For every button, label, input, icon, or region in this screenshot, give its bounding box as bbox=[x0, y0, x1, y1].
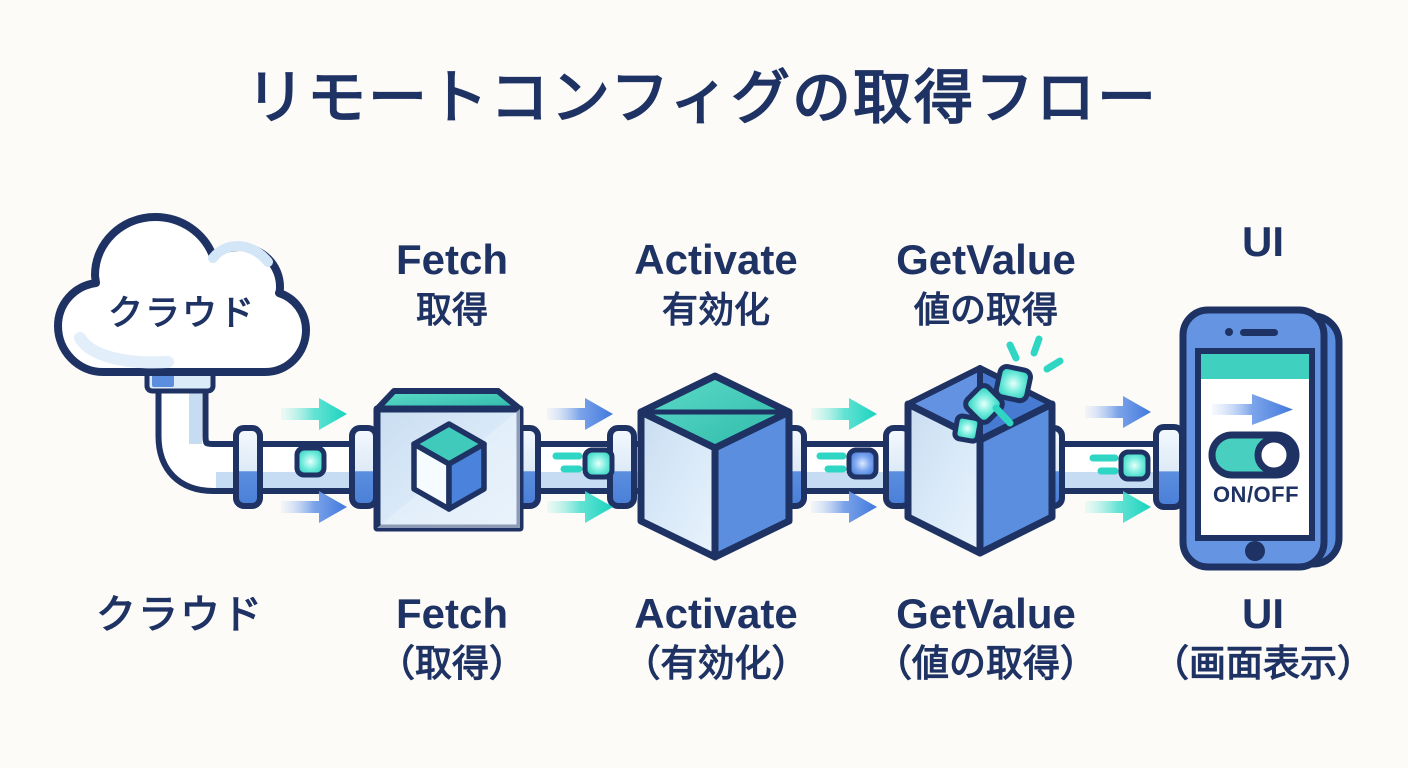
cloud-bottom-label: クラウド bbox=[96, 593, 264, 637]
fetch-box-icon bbox=[373, 388, 524, 532]
speaker-icon bbox=[1240, 329, 1278, 336]
stage-label-fetch-top-jp: 取得 bbox=[415, 288, 489, 330]
flow-arrow-icon bbox=[281, 491, 347, 523]
data-packet-icon bbox=[552, 447, 615, 480]
cloud-label: クラウド bbox=[107, 294, 257, 333]
screen-header-bar bbox=[1201, 354, 1309, 379]
sparkle-icon bbox=[992, 335, 1064, 427]
toggle-label: ON/OFF bbox=[1212, 482, 1300, 507]
toggle-switch-icon bbox=[1208, 431, 1300, 479]
stage-label-getvalue-bottom-en: GetValue bbox=[896, 590, 1076, 637]
stage-label-ui-bottom-en: UI bbox=[1242, 590, 1284, 637]
camera-icon bbox=[1225, 328, 1233, 336]
data-packet-icon bbox=[816, 447, 879, 480]
flow-arrow-icon bbox=[547, 491, 613, 523]
pipe-coupling bbox=[1153, 424, 1185, 510]
value-chip-icon bbox=[952, 364, 1033, 444]
stage-label-ui-top: UI bbox=[1242, 218, 1284, 265]
stage-label-fetch-bottom: Fetch （取得） bbox=[378, 590, 526, 686]
stage-label-getvalue-top-en: GetValue bbox=[896, 236, 1076, 283]
pipe-coupling bbox=[233, 425, 263, 509]
home-button bbox=[1245, 541, 1265, 561]
flow-arrow-icon bbox=[281, 398, 347, 430]
getvalue-box-icon bbox=[904, 335, 1064, 557]
stage-label-getvalue-bottom: GetValue （値の取得） bbox=[875, 590, 1097, 686]
stage-label-activate-bottom: Activate （有効化） bbox=[624, 590, 809, 686]
data-packet-icon bbox=[1089, 449, 1151, 482]
stage-label-ui-bottom-jp: （画面表示） bbox=[1152, 642, 1374, 684]
stage-label-fetch-bottom-jp: （取得） bbox=[378, 642, 526, 684]
stage-label-activate-bottom-jp: （有効化） bbox=[623, 642, 809, 684]
diagram-title: リモートコンフィグの取得フロー bbox=[245, 65, 1159, 131]
stage-label-activate-top-en: Activate bbox=[634, 236, 798, 283]
flow-arrow-icon bbox=[811, 398, 877, 430]
stage-label-fetch-bottom-en: Fetch bbox=[395, 590, 508, 637]
flow-arrows bbox=[281, 396, 1151, 523]
stage-label-fetch-top: Fetch 取得 bbox=[396, 236, 508, 330]
flow-arrow-icon bbox=[1085, 491, 1151, 523]
stage-label-ui-bottom: UI （画面表示） bbox=[1152, 590, 1374, 686]
flow-arrow-icon bbox=[811, 491, 877, 523]
stage-label-activate-top: Activate 有効化 bbox=[634, 236, 797, 330]
stage-label-getvalue-top: GetValue 値の取得 bbox=[896, 236, 1076, 330]
stage-label-getvalue-top-jp: 値の取得 bbox=[913, 288, 1059, 330]
smartphone-icon bbox=[1179, 306, 1343, 571]
stage-label-fetch-top-en: Fetch bbox=[395, 236, 509, 283]
stage-label-activate-bottom-en: Activate bbox=[634, 590, 798, 637]
data-packets bbox=[294, 445, 1151, 482]
stage-label-getvalue-bottom-jp: （値の取得） bbox=[875, 642, 1097, 684]
activate-cube-icon bbox=[637, 372, 793, 561]
data-packet-icon bbox=[294, 445, 327, 478]
screen-arrow-icon bbox=[1212, 394, 1293, 425]
config-cube-icon bbox=[411, 421, 487, 512]
pipe-coupling bbox=[349, 425, 379, 509]
cloud-icon bbox=[54, 213, 310, 376]
stage-label-activate-top-jp: 有効化 bbox=[661, 288, 770, 330]
flow-arrow-icon bbox=[1085, 396, 1151, 428]
flow-arrow-icon bbox=[547, 398, 613, 430]
